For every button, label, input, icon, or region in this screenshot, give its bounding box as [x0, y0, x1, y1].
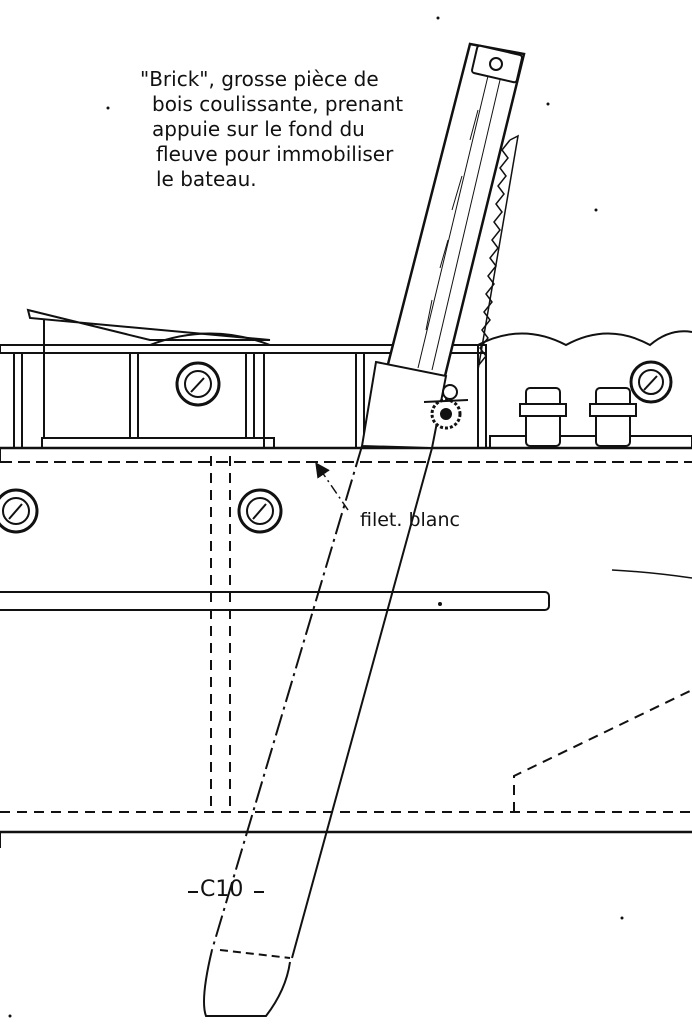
- porthole-hull-left: [0, 488, 39, 534]
- brick-mechanism: [360, 42, 526, 450]
- porthole-deck-right: [629, 360, 673, 404]
- annotation-line-1: "Brick", grosse pièce de: [140, 67, 379, 91]
- callout-arrow: [315, 462, 349, 511]
- portholes: [0, 360, 673, 534]
- brick-top-plate: [471, 44, 523, 84]
- brick-dashed-extension: [203, 445, 433, 1017]
- plate-code: C10: [200, 877, 243, 902]
- annotation-line-4: fleuve pour immobiliser: [156, 142, 394, 166]
- deck-step-right: [489, 435, 692, 449]
- hull-body: [0, 456, 692, 848]
- brick-foot: [203, 949, 291, 1017]
- deck-awning-left: [26, 308, 271, 341]
- bollards: [519, 387, 637, 447]
- hull-stern-dashes: [513, 689, 692, 812]
- deck-canopy-right: [477, 330, 692, 347]
- annotation-line-3: appuie sur le fond du: [152, 117, 365, 141]
- annotation-block: "Brick", grosse pièce de bois coulissant…: [140, 67, 403, 191]
- annotation-line-5: le bateau.: [156, 167, 257, 191]
- porthole-hull-center: [237, 488, 283, 534]
- porthole-deck-left: [175, 361, 221, 407]
- hull-rub-strake: [0, 591, 550, 611]
- annotation-line-2: bois coulissante, prenant: [152, 92, 403, 116]
- rack-teeth: [477, 139, 511, 367]
- deck-canopy-left: [149, 332, 271, 346]
- scan-specks: [8, 16, 624, 1018]
- ship-upper-deck: [0, 308, 692, 463]
- callout-filet-blanc: filet. blanc: [360, 509, 460, 531]
- deck-bench: [41, 437, 275, 449]
